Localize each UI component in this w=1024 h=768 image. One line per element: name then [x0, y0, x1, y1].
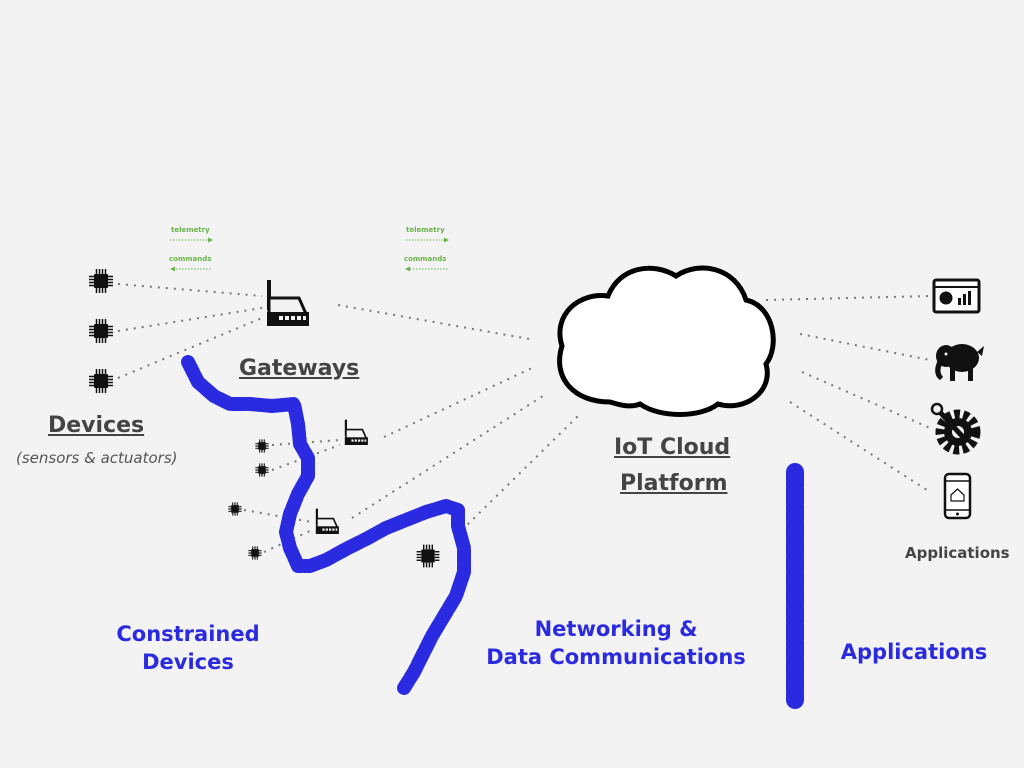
elephant-icon	[935, 344, 984, 381]
chip-icon	[254, 438, 270, 454]
annotation-marks	[181, 355, 804, 709]
constrained-boundary	[181, 355, 471, 695]
annotation-line: Data Communications	[486, 645, 746, 669]
gateways-label: Gateways	[239, 356, 360, 381]
commands-label: commands	[404, 255, 447, 263]
chip-icon	[88, 368, 114, 394]
router-icon	[265, 278, 311, 328]
constrained-devices-annotation: Constrained Devices	[98, 620, 278, 676]
devices-sublabel: (sensors & actuators)	[16, 449, 178, 467]
devices-label: Devices	[48, 413, 145, 438]
chip-icon	[415, 543, 441, 569]
telemetry-label: telemetry	[406, 226, 445, 234]
annotation-line: Devices	[142, 650, 234, 674]
telemetry-label: telemetry	[171, 226, 210, 234]
applications-small-label: Applications	[905, 544, 1010, 562]
router-icon	[314, 507, 340, 535]
commands-label: commands	[169, 255, 212, 263]
cloud-label-line1: IoT Cloud	[614, 435, 731, 460]
chip-icon	[254, 462, 270, 478]
chip-icon	[227, 501, 243, 517]
chip-icon	[247, 545, 263, 561]
cloud-icon	[557, 265, 776, 417]
cloud-label-line2: Platform	[620, 471, 728, 496]
connector-lines	[117, 283, 931, 553]
gear-wrench-icon	[930, 402, 981, 455]
annotation-line: Constrained	[116, 622, 260, 646]
networking-annotation: Networking & Data Communications	[466, 615, 766, 671]
flow-arrows	[170, 239, 448, 270]
annotation-line: Networking &	[534, 617, 698, 641]
chip-icon	[88, 318, 114, 344]
router-icon	[343, 418, 369, 446]
dashboard-icon	[932, 278, 981, 314]
mobile-app-icon	[943, 472, 972, 520]
chip-icon	[88, 268, 114, 294]
applications-annotation: Applications	[840, 640, 988, 664]
